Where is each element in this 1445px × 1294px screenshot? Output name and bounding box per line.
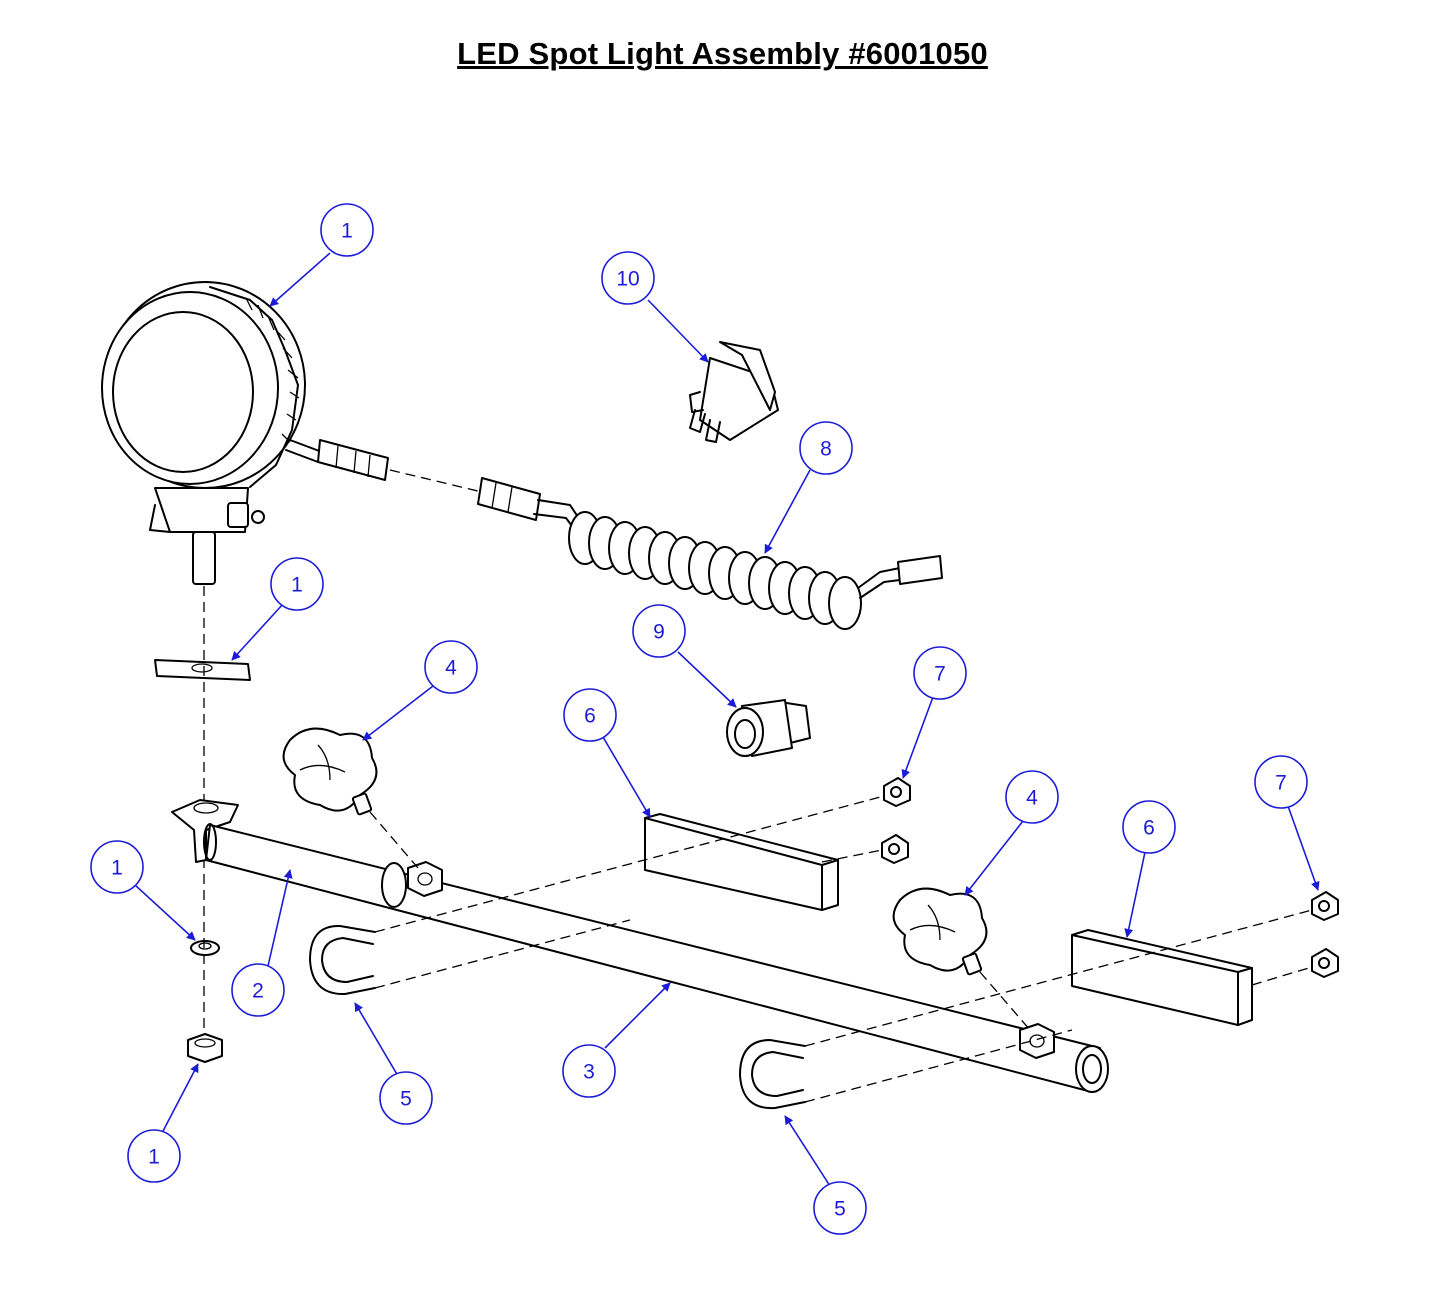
knob-right-axis <box>979 971 1031 1031</box>
callout-label: 4 <box>445 657 457 680</box>
flange-nut-a <box>883 777 911 807</box>
callout-balloon: 4 <box>424 640 478 694</box>
rocker-switch <box>689 341 779 443</box>
callout-label: 2 <box>252 980 264 1003</box>
callout-balloon: 2 <box>231 963 285 1017</box>
diagram-title: LED Spot Light Assembly #6001050 <box>457 36 988 71</box>
knob-left-axis <box>369 811 419 869</box>
callout-balloon: 3 <box>562 1044 616 1098</box>
callout-balloon: 6 <box>563 688 617 742</box>
flat-plate-washer <box>154 659 251 681</box>
callout-balloon: 10 <box>601 251 655 305</box>
callout-balloon: 6 <box>1122 800 1176 854</box>
rubber-pad-right <box>1071 929 1253 1026</box>
callout-balloon: 9 <box>632 604 686 658</box>
flange-nut-c <box>1311 891 1339 921</box>
cable-gland <box>726 699 811 757</box>
callout-balloon: 8 <box>799 421 853 475</box>
callout-balloon: 1 <box>127 1129 181 1183</box>
mount-tube <box>171 799 1109 1093</box>
cord-coils <box>568 511 862 630</box>
star-knob-left <box>282 727 378 816</box>
u-bolt-right <box>739 1039 806 1110</box>
lamp-connector <box>317 439 389 481</box>
callout-label: 9 <box>653 621 665 644</box>
callout-label: 10 <box>616 268 639 291</box>
callout-label: 5 <box>834 1198 846 1221</box>
callout-label: 6 <box>1143 817 1155 840</box>
assembly-lines <box>374 469 1313 1103</box>
lock-washer <box>190 940 220 956</box>
coiled-cord <box>477 477 943 630</box>
callout-balloon: 7 <box>1254 755 1308 809</box>
callout-leaders <box>134 252 1320 1187</box>
callout-label: 1 <box>111 857 123 880</box>
flange-nut-b <box>881 834 909 864</box>
callout-label: 1 <box>341 220 353 243</box>
callout-label: 1 <box>291 574 303 597</box>
flange-nut-d <box>1311 948 1339 978</box>
star-knob-right <box>892 887 988 976</box>
callout-label: 3 <box>583 1061 595 1084</box>
callout-label: 1 <box>148 1146 160 1169</box>
callout-label: 5 <box>400 1088 412 1111</box>
callout-balloon: 7 <box>913 646 967 700</box>
led-spot-lamp <box>101 281 323 585</box>
callout-label: 8 <box>820 438 832 461</box>
callout-balloon: 1 <box>270 557 324 611</box>
callout-label: 7 <box>934 663 946 686</box>
hex-nut <box>187 1033 223 1063</box>
callout-label: 6 <box>584 705 596 728</box>
u-bolt-left <box>309 924 376 996</box>
rubber-pad-left <box>644 813 839 911</box>
callout-balloon: 4 <box>1005 770 1059 824</box>
callout-balloon: 1 <box>90 840 144 894</box>
callout-balloon: 1 <box>320 203 374 257</box>
callout-balloon: 5 <box>379 1071 433 1125</box>
callout-balloon: 5 <box>813 1181 867 1235</box>
callout-label: 7 <box>1275 772 1287 795</box>
callout-label: 4 <box>1026 787 1038 810</box>
